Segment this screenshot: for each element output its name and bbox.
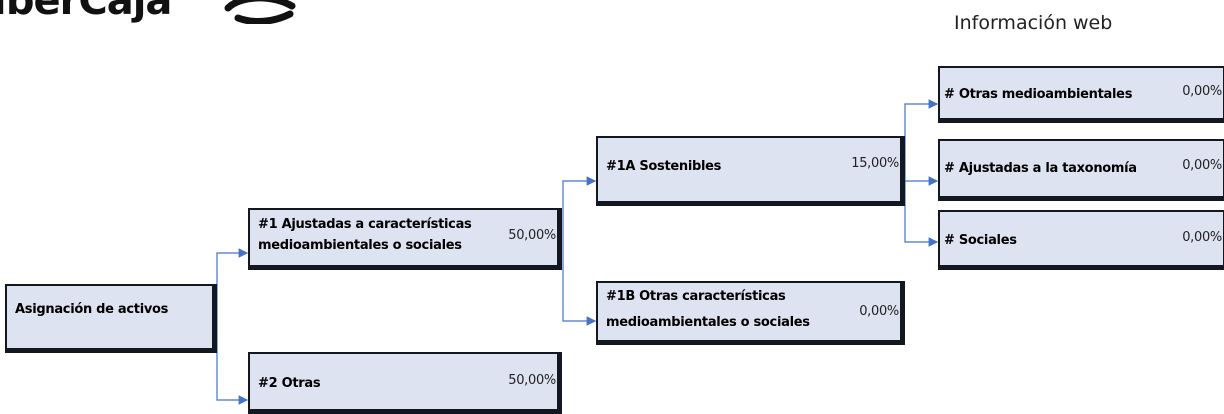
node-asset-allocation: Asignación de activos [5, 284, 217, 353]
connector-root-n1 [216, 248, 249, 325]
node-value: 0,00% [859, 304, 899, 319]
node-label: # Ajustadas a la taxonomía [944, 161, 1137, 176]
node-value: 15,00% [851, 156, 899, 171]
node-label: Asignación de activos [15, 302, 169, 317]
node-label-line2: medioambientales o sociales [606, 315, 810, 330]
node-aligned-characteristics: #1 Ajustadas a características medioambi… [248, 208, 562, 270]
connector-n1-n1a [562, 176, 597, 253]
connector-n1-n1b [562, 253, 597, 326]
node-social: # Sociales 0,00% [938, 210, 1224, 270]
node-label: # Sociales [944, 233, 1017, 248]
node-value: 50,00% [508, 228, 556, 243]
node-other-characteristics: #1B Otras características medioambiental… [596, 281, 905, 345]
logo-text: IberCaja [0, 0, 172, 24]
connector-n1a-soc [904, 181, 939, 247]
node-taxonomy-aligned: # Ajustadas a la taxonomía 0,00% [938, 139, 1224, 201]
node-label: #1A Sostenibles [606, 159, 722, 174]
node-label-line1: #1B Otras características [606, 289, 786, 304]
node-value: 0,00% [1182, 158, 1222, 173]
logo-swoosh-icon [224, 0, 296, 24]
node-other: #2 Otras 50,00% [248, 352, 562, 414]
node-label: #2 Otras [258, 376, 321, 391]
node-value: 50,00% [508, 373, 556, 388]
node-other-environmental: # Otras medioambientales 0,00% [938, 66, 1224, 123]
node-label-line2: medioambientales o sociales [258, 238, 462, 253]
node-sustainable: #1A Sostenibles 15,00% [596, 136, 905, 206]
connector-root-n2 [216, 325, 249, 405]
connector-n1a-env [904, 99, 939, 181]
node-label: # Otras medioambientales [944, 87, 1133, 102]
node-label-line1: #1 Ajustadas a características [258, 217, 472, 232]
web-info-title: Información web [954, 12, 1113, 34]
node-value: 0,00% [1182, 230, 1222, 245]
node-value: 0,00% [1182, 84, 1222, 99]
